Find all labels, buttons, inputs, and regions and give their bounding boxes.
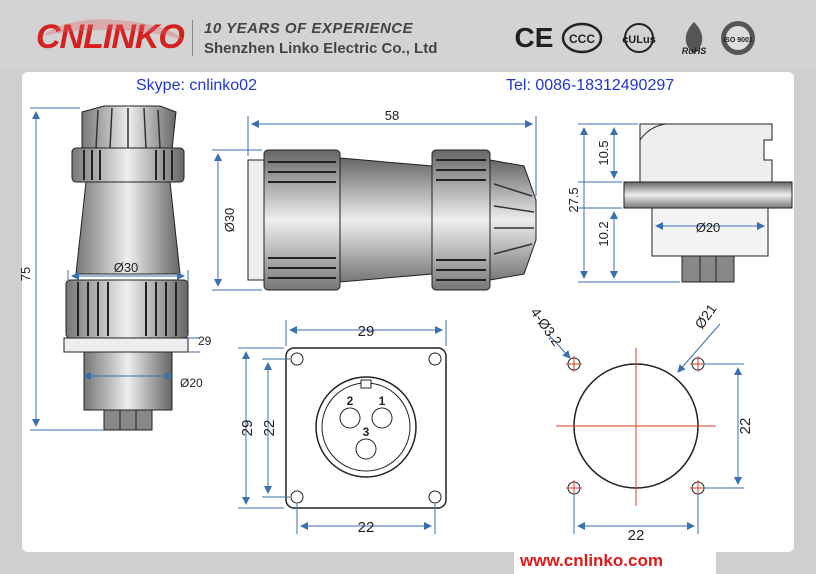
culus-mark-icon: cULus: [608, 18, 670, 58]
footer-bar: [514, 550, 716, 574]
dim-side-d30: Ø30: [114, 260, 139, 275]
ccc-mark-icon: CCC: [560, 18, 604, 58]
dim-right-10-2: 10.2: [596, 221, 611, 246]
header-divider: [192, 20, 193, 56]
dim-front-29-left: 29: [239, 420, 256, 437]
side-view: [63, 105, 189, 431]
dim-right-10-5: 10.5: [596, 140, 611, 165]
svg-text:CCC: CCC: [569, 32, 595, 46]
pin-3-label: 3: [363, 425, 370, 439]
skype-contact[interactable]: Skype: cnlinko02: [136, 77, 257, 94]
dim-diameter-30: Ø30: [222, 208, 237, 233]
brand-logo: CNLINKO: [36, 18, 185, 57]
svg-text:RoHS: RoHS: [682, 46, 707, 56]
experience-tagline: 10 YEARS OF EXPERIENCE: [204, 20, 414, 37]
dim-front-22-bottom: 22: [358, 519, 375, 536]
dim-front-22-left: 22: [261, 420, 278, 437]
horizontal-view-dimensions: [212, 116, 537, 291]
dim-side-75: 75: [18, 267, 33, 281]
pin-2-label: 2: [347, 394, 354, 408]
panel-cutout-dimensions: [547, 323, 744, 534]
ce-mark-icon: CE: [514, 22, 554, 53]
iso-mark-icon: ISO 9001: [718, 18, 758, 58]
svg-text:ISO 9001: ISO 9001: [723, 37, 753, 44]
website-link[interactable]: www.cnlinko.com: [520, 551, 663, 570]
receptacle-side-view: [623, 123, 793, 283]
header-bar: CNLINKO 10 YEARS OF EXPERIENCE Shenzhen …: [0, 0, 816, 70]
dim-total-58: 58: [385, 108, 399, 123]
receptacle-side-dimensions: [578, 123, 765, 283]
front-view: [285, 347, 447, 509]
logo-text: CNLINKO: [36, 18, 185, 56]
dim-front-29-top: 29: [358, 323, 375, 340]
company-name: Shenzhen Linko Electric Co., Ltd: [204, 40, 438, 57]
dim-cutout-22-bottom: 22: [628, 527, 645, 544]
dim-side-29: 29: [198, 334, 212, 348]
dim-cutout-holes: 4-Ø3.2: [528, 305, 566, 349]
front-view-dimensions: [238, 320, 447, 534]
dim-cutout-22-right: 22: [737, 418, 754, 435]
dim-side-d20: Ø20: [180, 376, 203, 390]
svg-text:cULus: cULus: [622, 34, 656, 46]
horizontal-view: [247, 149, 537, 291]
dim-cutout-d21: Ø21: [691, 301, 719, 332]
side-view-dimensions: [30, 107, 200, 431]
rohs-mark-icon: RoHS: [674, 18, 714, 58]
panel-cutout-view: [556, 348, 716, 506]
pin-1-label: 1: [379, 394, 386, 408]
phone-contact[interactable]: Tel: 0086-18312490297: [506, 77, 675, 94]
logo-swoosh-icon: [42, 19, 184, 40]
dim-right-d20: Ø20: [696, 220, 721, 235]
dim-right-27-5: 27.5: [566, 187, 581, 212]
